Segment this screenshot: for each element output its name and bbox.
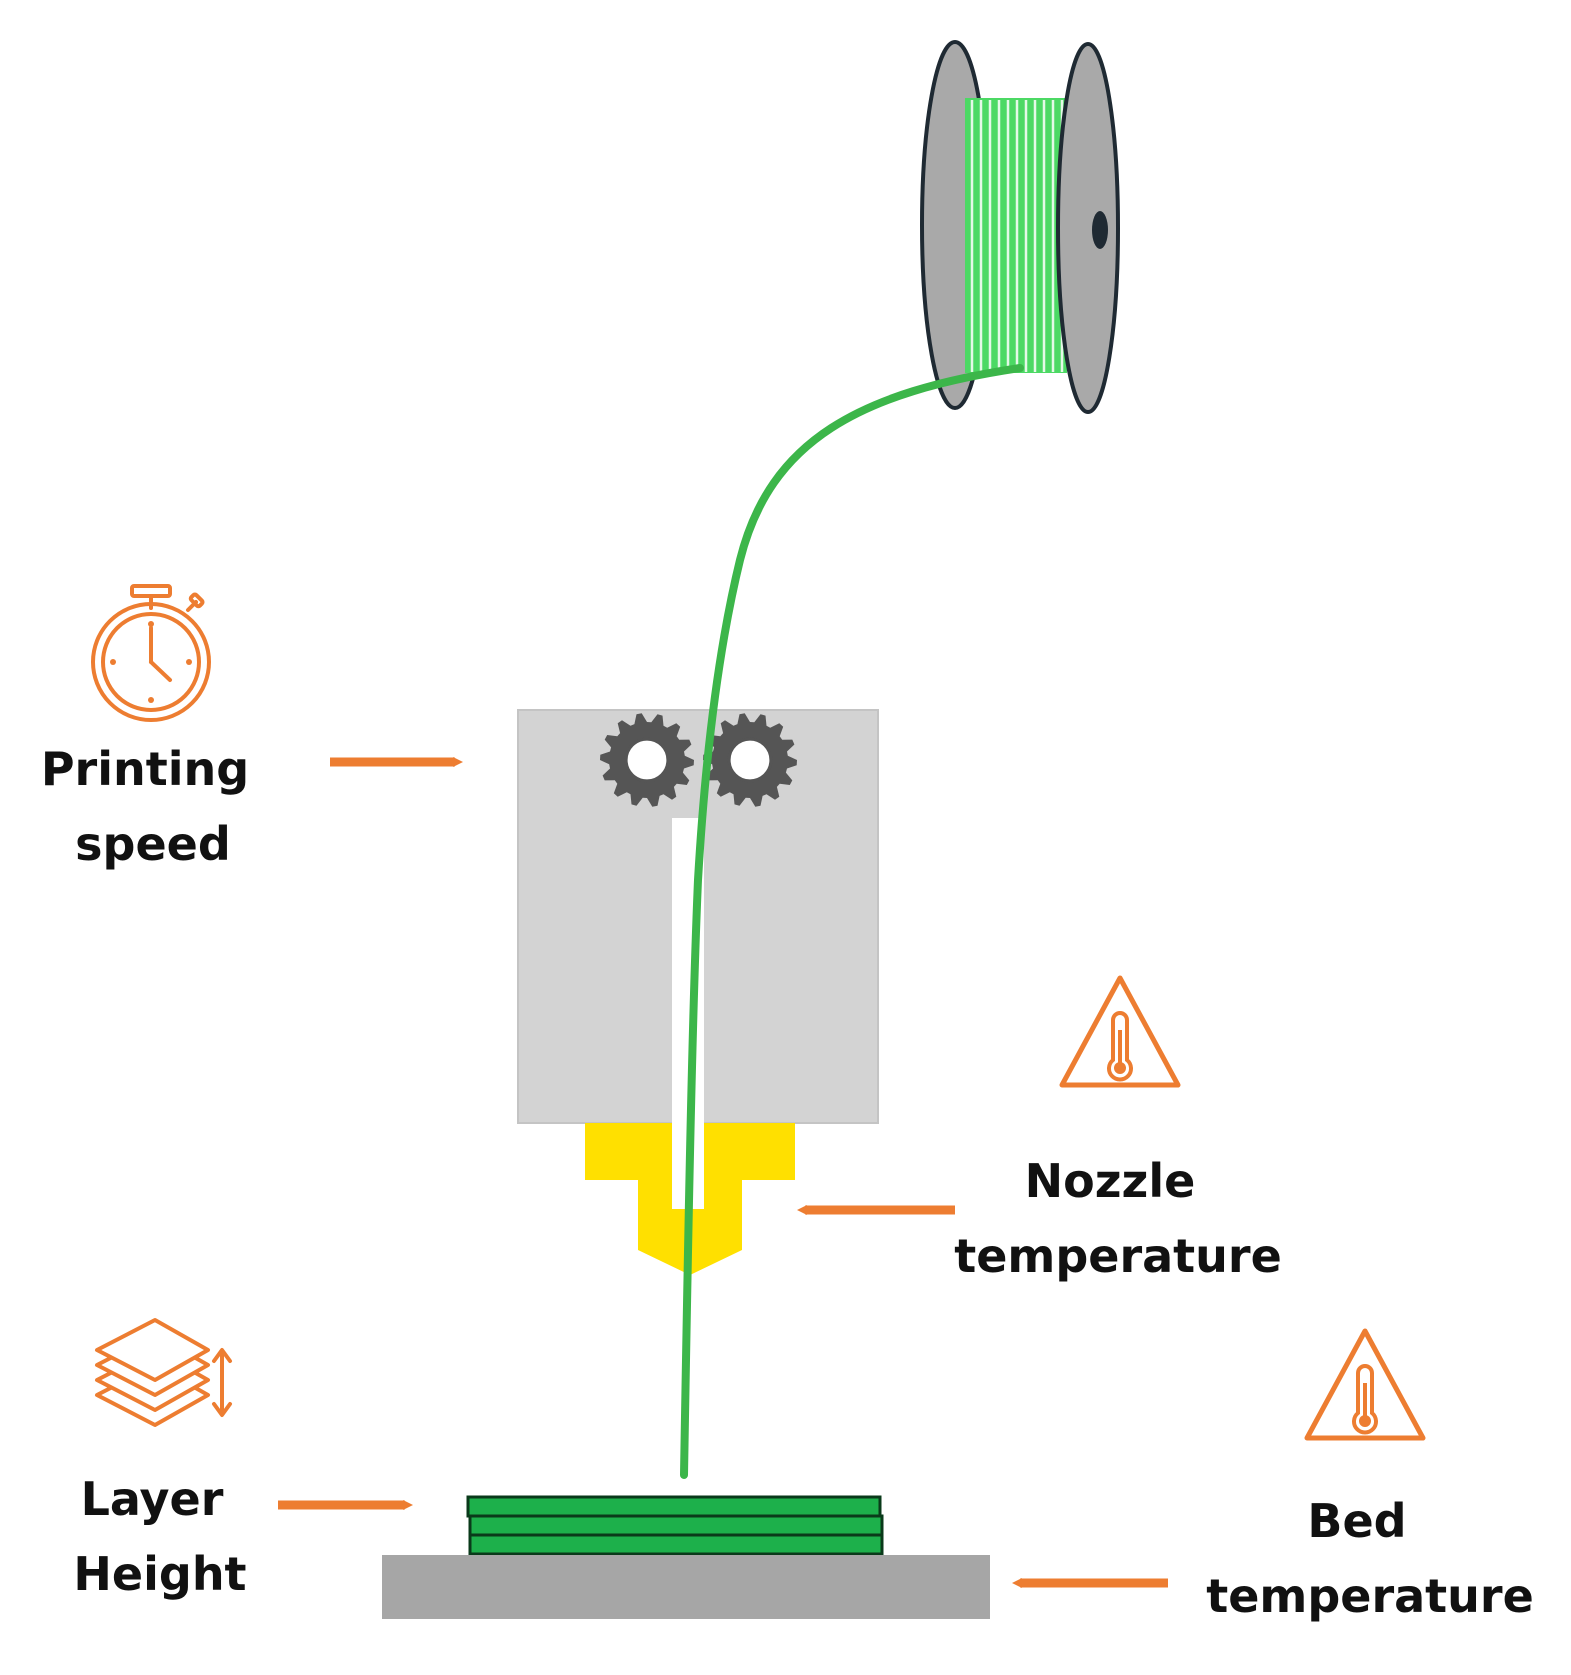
gear-icon	[703, 713, 797, 807]
stopwatch-icon	[91, 584, 211, 722]
filament-strand	[680, 364, 1024, 1479]
bed-temperature-label: Bed temperature	[1206, 1494, 1534, 1623]
printed-layer	[468, 1514, 884, 1537]
printing-speed-label: Printing speed	[41, 742, 265, 871]
thermometer-warning-icon	[1304, 1328, 1426, 1441]
nozzle-temperature-label: Nozzle temperature	[954, 1154, 1282, 1283]
print-bed	[382, 1555, 990, 1619]
printed-layers	[466, 1495, 884, 1556]
printed-layer	[468, 1533, 884, 1556]
spool-hub-hole	[1092, 211, 1108, 249]
spool-front-flange	[1056, 42, 1120, 414]
gear-icon	[600, 713, 694, 807]
thermometer-warning-icon	[1059, 975, 1181, 1088]
layers-height-icon	[95, 1318, 232, 1427]
filament-spool	[920, 40, 1120, 414]
layer-height-label: Layer Height	[73, 1472, 246, 1601]
printed-layer	[466, 1495, 882, 1518]
